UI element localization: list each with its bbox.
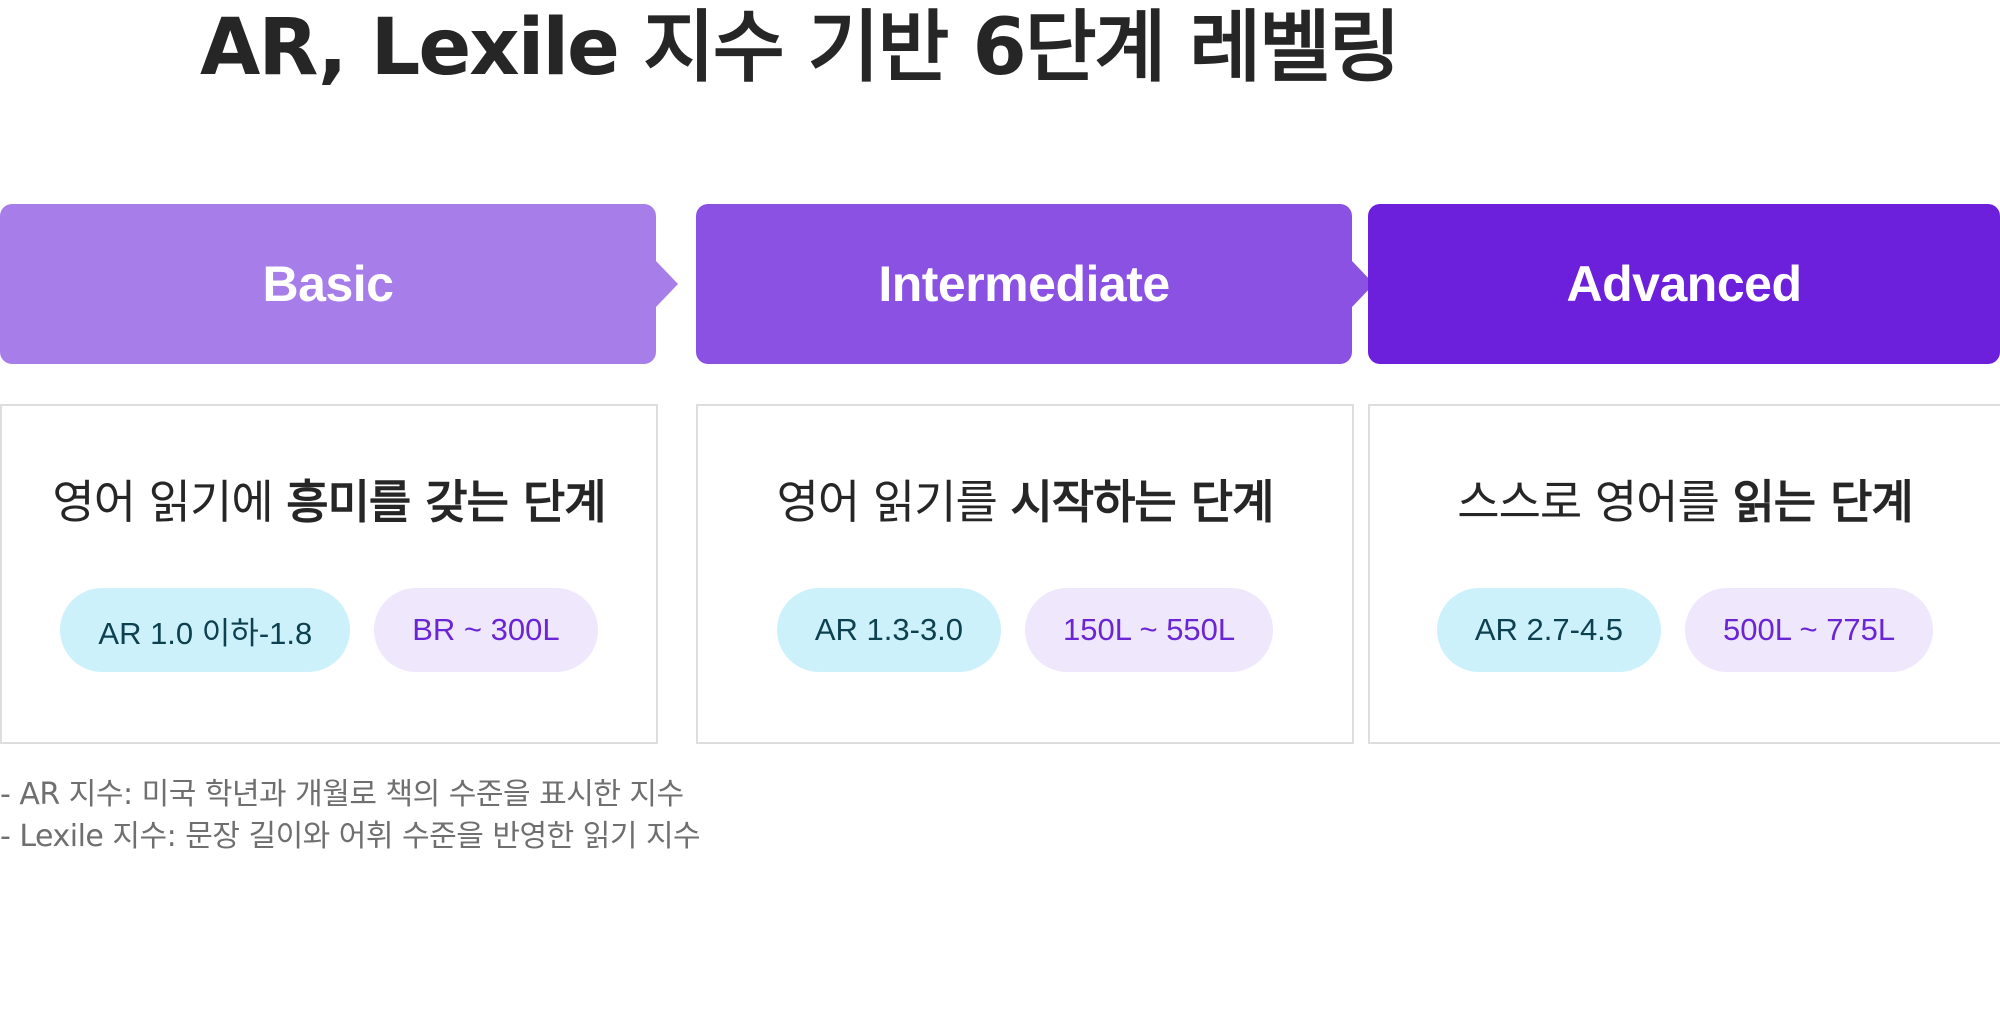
footnotes: - AR 지수: 미국 학년과 개월로 책의 수준을 표시한 지수 - Lexi… (0, 774, 701, 858)
level-description: 스스로 영어를 읽는 단계 (1370, 472, 2000, 532)
level-label: Advanced (1566, 256, 1802, 312)
level-intermediate: Intermediate 영어 읽기를 시작하는 단계 AR 1.3-3.0 1… (696, 204, 1374, 744)
page-title: AR, Lexile 지수 기반 6단계 레벨링 (200, 3, 1401, 93)
level-description: 영어 읽기에 흥미를 갖는 단계 (2, 472, 656, 532)
description-plain: 영어 읽기에 (52, 475, 287, 529)
level-flow: Basic 영어 읽기에 흥미를 갖는 단계 AR 1.0 이하-1.8 BR … (0, 204, 2000, 744)
ar-range-badge: AR 1.0 이하-1.8 (60, 588, 351, 672)
level-header-advanced: Advanced (1368, 204, 2000, 364)
footnote-ar: - AR 지수: 미국 학년과 개월로 책의 수준을 표시한 지수 (0, 777, 684, 812)
footnote-lexile: - Lexile 지수: 문장 길이와 어휘 수준을 반영한 읽기 지수 (0, 819, 701, 854)
level-card-advanced: 스스로 영어를 읽는 단계 AR 2.7-4.5 500L ~ 775L (1368, 404, 2000, 744)
level-card-basic: 영어 읽기에 흥미를 갖는 단계 AR 1.0 이하-1.8 BR ~ 300L (0, 404, 658, 744)
description-plain: 스스로 영어를 (1457, 475, 1733, 529)
arrow-right-icon (656, 261, 678, 307)
level-header-basic: Basic (0, 204, 678, 364)
description-bold: 읽는 단계 (1732, 475, 1913, 529)
level-basic: Basic 영어 읽기에 흥미를 갖는 단계 AR 1.0 이하-1.8 BR … (0, 204, 678, 744)
level-advanced: Advanced 스스로 영어를 읽는 단계 AR 2.7-4.5 500L ~… (1368, 204, 2000, 744)
ar-range-badge: AR 1.3-3.0 (776, 588, 1002, 672)
level-description: 영어 읽기를 시작하는 단계 (698, 472, 1352, 532)
description-bold: 흥미를 갖는 단계 (286, 475, 606, 529)
index-pills: AR 1.0 이하-1.8 BR ~ 300L (2, 588, 656, 672)
lexile-range-badge: 500L ~ 775L (1685, 588, 1934, 672)
level-header-intermediate: Intermediate (696, 204, 1374, 364)
ar-range-badge: AR 2.7-4.5 (1436, 588, 1662, 672)
level-label: Basic (262, 256, 394, 312)
lexile-range-badge: 150L ~ 550L (1025, 588, 1274, 672)
level-label: Intermediate (878, 256, 1170, 312)
lexile-range-badge: BR ~ 300L (374, 588, 598, 672)
description-bold: 시작하는 단계 (1010, 475, 1274, 529)
index-pills: AR 2.7-4.5 500L ~ 775L (1370, 588, 2000, 672)
index-pills: AR 1.3-3.0 150L ~ 550L (698, 588, 1352, 672)
level-card-intermediate: 영어 읽기를 시작하는 단계 AR 1.3-3.0 150L ~ 550L (696, 404, 1354, 744)
description-plain: 영어 읽기를 (776, 475, 1011, 529)
